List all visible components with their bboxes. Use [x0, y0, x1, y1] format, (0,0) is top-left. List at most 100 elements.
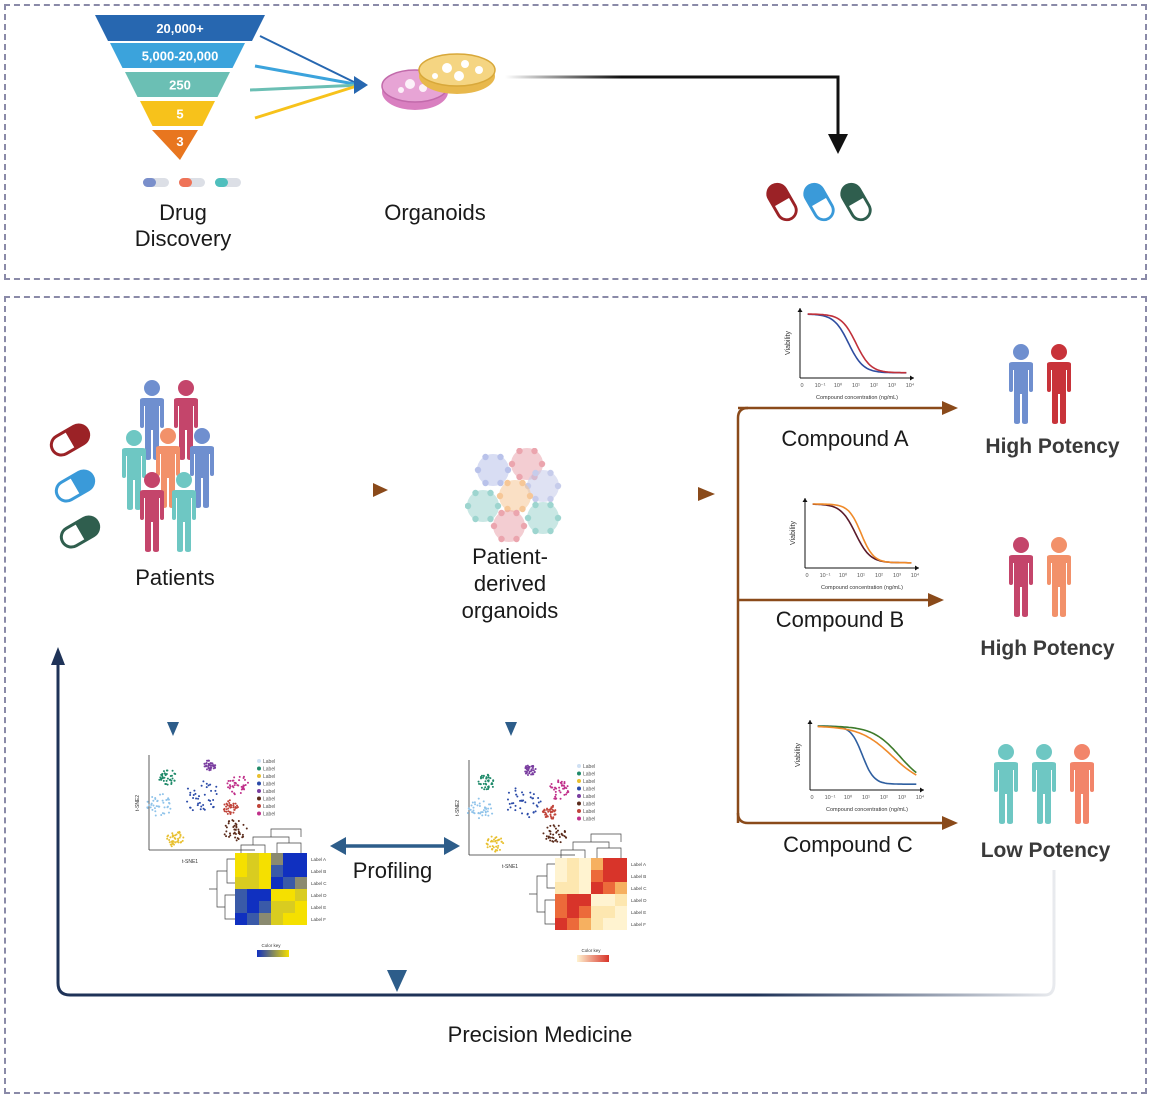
tsne-point	[494, 840, 497, 843]
tsne-point	[466, 812, 469, 815]
tsne-point	[471, 810, 474, 813]
outcome-person	[1047, 537, 1071, 617]
tsne-point	[546, 808, 549, 811]
tsne-point	[159, 793, 162, 796]
tsne-point	[241, 833, 244, 836]
patient-derived-organoids-icon	[465, 448, 562, 543]
organoid-bud	[472, 489, 479, 497]
tsne-point	[478, 782, 481, 785]
patient-figure	[140, 380, 164, 460]
tsne-legend-label: Label	[583, 794, 595, 800]
tsne-point	[557, 781, 560, 784]
tsne-point	[168, 778, 171, 781]
x-tick-label: 10¹	[852, 383, 860, 389]
heatmap-cell	[247, 877, 259, 889]
tsne-point	[526, 812, 529, 815]
organoid-bud	[482, 479, 489, 487]
tsne-point	[546, 815, 549, 818]
tsne-point	[191, 809, 194, 812]
person-head	[194, 428, 210, 444]
tsne-point	[238, 779, 241, 782]
organoid-bud	[519, 505, 526, 513]
heatmap-cell	[295, 901, 307, 913]
x-tick-label: 10⁴	[916, 794, 925, 801]
tsne-point	[491, 785, 494, 788]
tsne-point	[182, 836, 185, 839]
tsne-point	[177, 837, 180, 840]
tsne-point	[200, 805, 203, 808]
heatmap-cell	[295, 877, 307, 889]
tsne-point	[534, 767, 537, 770]
tsne-point	[228, 835, 231, 838]
tsne-point	[232, 811, 235, 814]
tsne-point	[550, 816, 553, 819]
funnel-level	[125, 72, 230, 97]
tsne-point	[172, 840, 175, 843]
tsne-point	[529, 796, 532, 799]
tsne-point	[237, 819, 240, 822]
tsne-point	[148, 804, 151, 807]
patients-to-organoids-arrow	[270, 483, 388, 497]
tsne-point	[214, 789, 217, 792]
organoid-bud	[494, 502, 502, 510]
heatmap-cell	[235, 853, 247, 865]
precision-medicine-feedback-loop	[51, 647, 1056, 997]
tsne-legend-marker	[577, 771, 581, 776]
organoid-bud	[532, 501, 539, 509]
tsne-point	[215, 792, 218, 795]
capsule-icon	[766, 182, 798, 222]
heatmap-cell	[283, 877, 295, 889]
tsne-point	[245, 827, 248, 830]
tsne-point	[152, 799, 155, 802]
organoid-dishes-icon	[381, 53, 496, 110]
row-dendrogram	[209, 858, 235, 920]
tsne-point	[556, 829, 559, 832]
organoid-bud	[474, 466, 482, 474]
tsne-point	[497, 839, 500, 842]
tsne-legend-marker	[577, 801, 581, 806]
organoid-bud	[547, 501, 554, 509]
outcome-person	[1009, 344, 1033, 424]
funnel-level	[152, 130, 198, 160]
tsne-point	[489, 777, 492, 780]
tsne-point	[487, 838, 490, 841]
y-axis-label: Viability	[795, 743, 802, 767]
curve-orange	[817, 725, 917, 776]
tsne-point	[233, 808, 236, 811]
heatmap-row-label: Label B	[311, 869, 326, 874]
heatmap-cell	[591, 906, 603, 918]
tsne-point	[482, 809, 485, 812]
tsne-point	[223, 833, 226, 836]
compound-c-label: Compound C	[783, 832, 913, 857]
heatmap-cell	[247, 865, 259, 877]
tsne-point	[527, 766, 530, 769]
tsne-point	[488, 845, 491, 848]
tsne-point	[564, 830, 567, 833]
tsne-point	[226, 812, 229, 815]
heatmap-cell	[247, 889, 259, 901]
tsne-point	[552, 840, 555, 843]
x-tick-label: 10⁻¹	[825, 795, 836, 801]
tsne-point	[514, 787, 517, 790]
tsne-point	[532, 811, 535, 814]
tsne-point	[242, 777, 245, 780]
person-body	[1047, 555, 1071, 617]
organoid-icon	[465, 489, 502, 523]
tsne-point	[506, 808, 509, 811]
tsne-point	[161, 772, 164, 775]
tsne-point	[243, 788, 246, 791]
tsne-point	[161, 774, 164, 777]
tsne-point	[477, 811, 480, 814]
tsne-point	[146, 806, 149, 809]
tsne-point	[154, 814, 157, 817]
tsne-point	[532, 769, 535, 772]
tsne-point	[495, 841, 498, 844]
heatmap-cell	[295, 889, 307, 901]
tsne-point	[509, 806, 512, 809]
person-body	[156, 446, 180, 508]
person-body	[994, 762, 1018, 824]
tsne-point	[477, 817, 480, 820]
tsne-point	[550, 786, 553, 789]
x-tick-label: 0	[800, 383, 803, 389]
